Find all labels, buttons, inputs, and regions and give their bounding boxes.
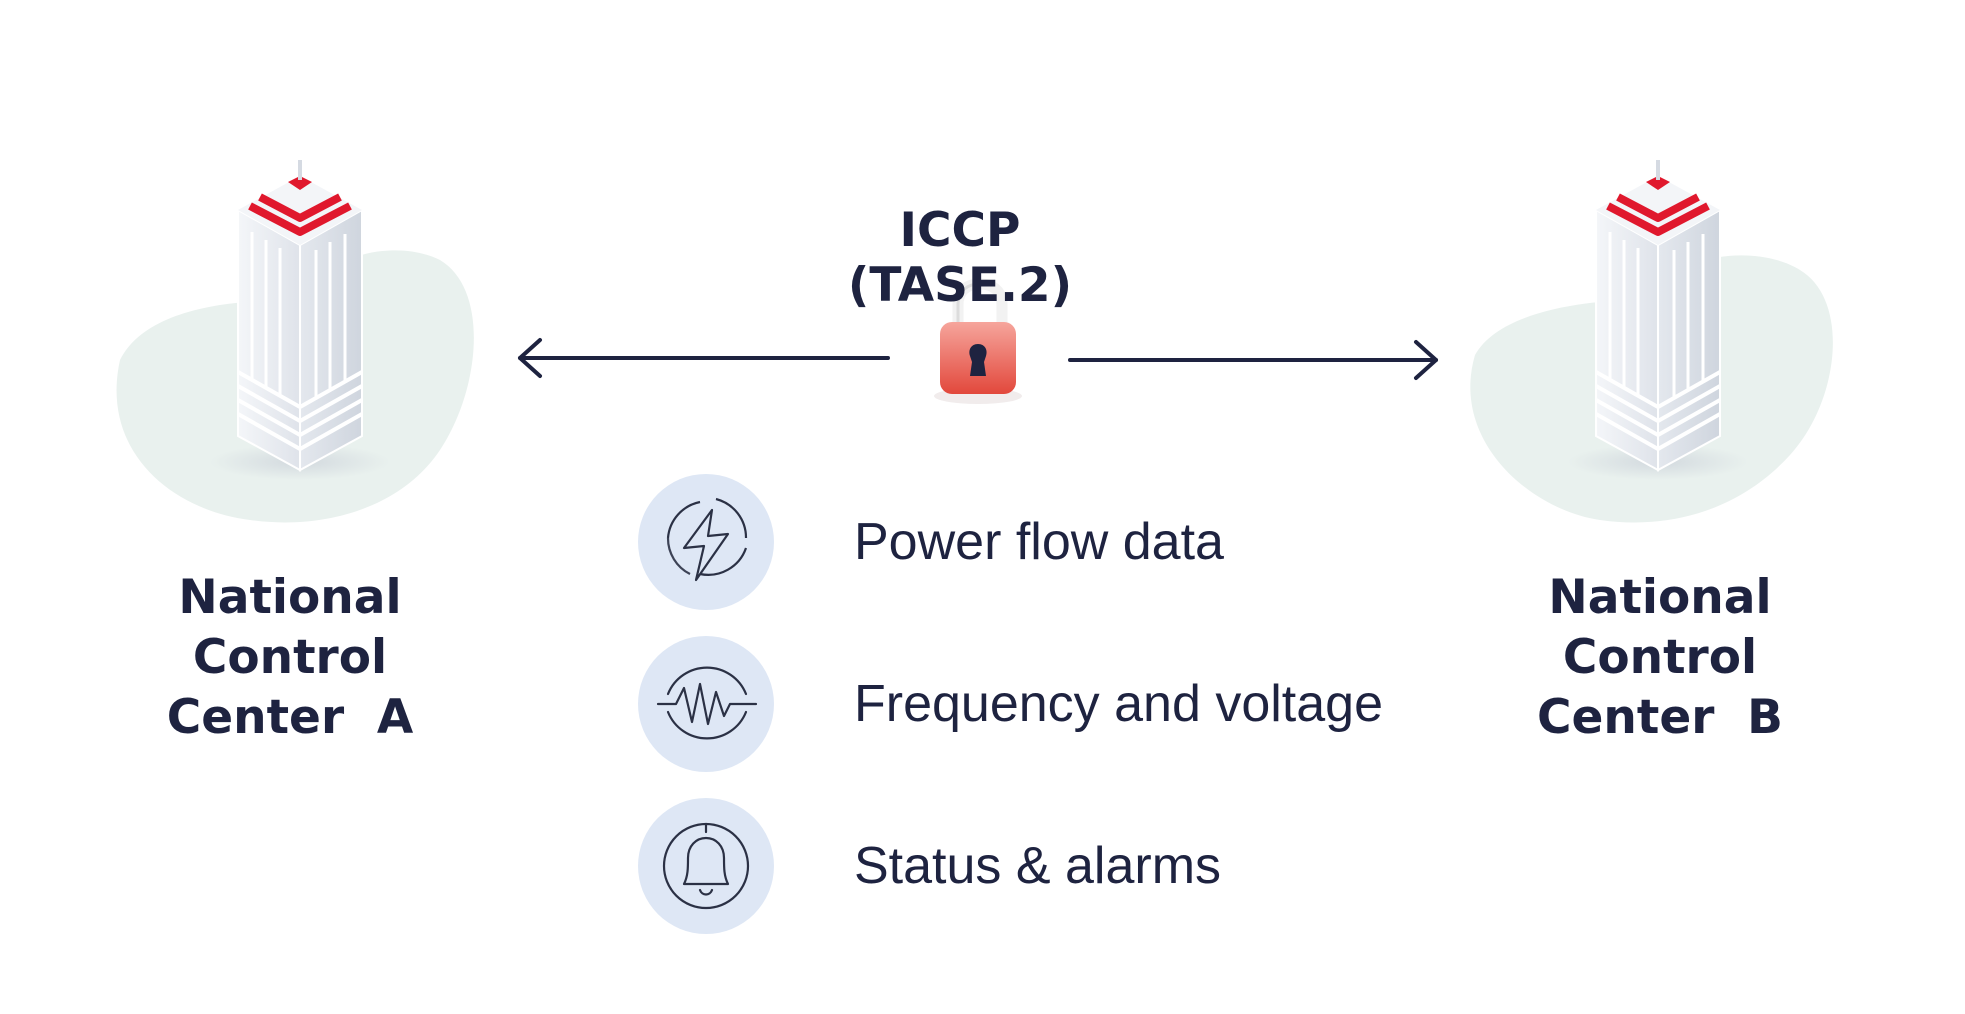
data-item-label: Status & alarms [854, 837, 1222, 895]
building-a-icon [116, 160, 474, 523]
status-icon-circle [638, 798, 774, 934]
data-item-power-flow: Power flow data [638, 474, 1538, 610]
center-a-label: National Control Center A [110, 568, 470, 748]
bell-icon-glyph [662, 822, 750, 910]
data-item-status-alarms: Status & alarms [638, 798, 1538, 934]
waveform-icon-glyph [656, 666, 758, 740]
lightning-icon [666, 497, 748, 582]
center-b-line: Center B [1537, 690, 1783, 745]
center-b-label: National Control Center B [1480, 568, 1840, 748]
center-b-line: Control [1562, 630, 1758, 685]
center-b-line: National [1548, 570, 1772, 625]
padlock-icon [934, 278, 1022, 404]
data-item-frequency-voltage: Frequency and voltage [638, 636, 1538, 772]
frequency-icon-circle [638, 636, 774, 772]
center-a-line: Control [192, 630, 388, 685]
center-a-line: Center A [166, 690, 414, 745]
waveform-icon [656, 666, 758, 740]
arrow-to-center-b [1068, 340, 1438, 380]
building-b-icon [1470, 160, 1833, 523]
data-item-label: Power flow data [854, 513, 1224, 571]
center-a-line: National [178, 570, 402, 625]
arrow-to-center-a [518, 338, 890, 378]
power-flow-icon-circle [638, 474, 774, 610]
lightning-icon-glyph [666, 497, 748, 582]
data-item-label: Frequency and voltage [854, 675, 1384, 733]
protocol-title: ICCP (TASE.2) [847, 203, 1073, 313]
bell-icon [662, 822, 750, 910]
